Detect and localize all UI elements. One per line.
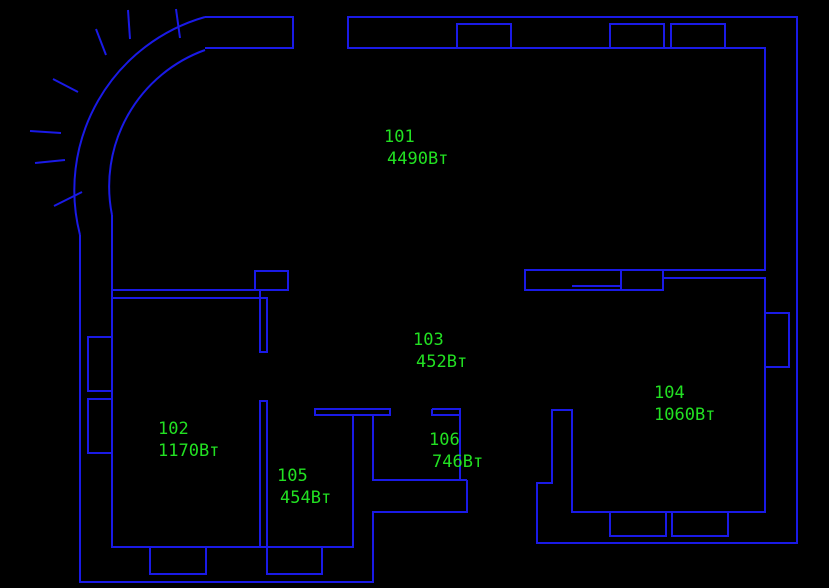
bottom-window-right-1 <box>609 511 667 537</box>
room-105-load: 454Вт <box>280 488 331 508</box>
top-window-1 <box>456 23 512 49</box>
left-exterior-wall <box>79 235 468 583</box>
top-window-2 <box>609 23 665 49</box>
bay-window-segments <box>29 8 181 207</box>
bottom-window-left <box>149 546 207 575</box>
partition-102-top <box>112 289 268 353</box>
bottom-window-right-2 <box>671 511 729 537</box>
bay-inner-arc <box>108 49 206 216</box>
bottom-window-mid <box>266 546 323 575</box>
room-103-load: 452Вт <box>416 352 467 372</box>
room-106-id: 106 <box>429 430 460 450</box>
partition-106-right <box>431 408 461 480</box>
partition-106-left <box>372 415 467 481</box>
room-102-id: 102 <box>158 419 189 439</box>
partition-105-top <box>314 408 391 416</box>
room-106-load: 746Вт <box>432 452 483 472</box>
top-exterior-wall <box>347 16 798 544</box>
bay-top-wall <box>205 16 294 49</box>
bay-outer-arc <box>73 16 206 236</box>
room-104-id: 104 <box>654 383 685 403</box>
room-101-load: 4490Вт <box>387 149 448 169</box>
room-103-id: 103 <box>413 330 444 350</box>
partition-102-105 <box>259 400 268 548</box>
walls <box>29 8 798 583</box>
room-101-id: 101 <box>384 127 415 147</box>
right-window <box>764 312 790 368</box>
room-104-load: 1060Вт <box>654 405 715 425</box>
top-window-3 <box>670 23 726 49</box>
column-top <box>254 270 289 291</box>
left-window-lower <box>87 398 113 454</box>
room-105-id: 105 <box>277 466 308 486</box>
room-labels: 101 4490Вт 102 1170Вт 103 452Вт 104 1060… <box>158 127 715 508</box>
left-window-upper <box>87 336 113 392</box>
room-102-load: 1170Вт <box>158 441 219 461</box>
